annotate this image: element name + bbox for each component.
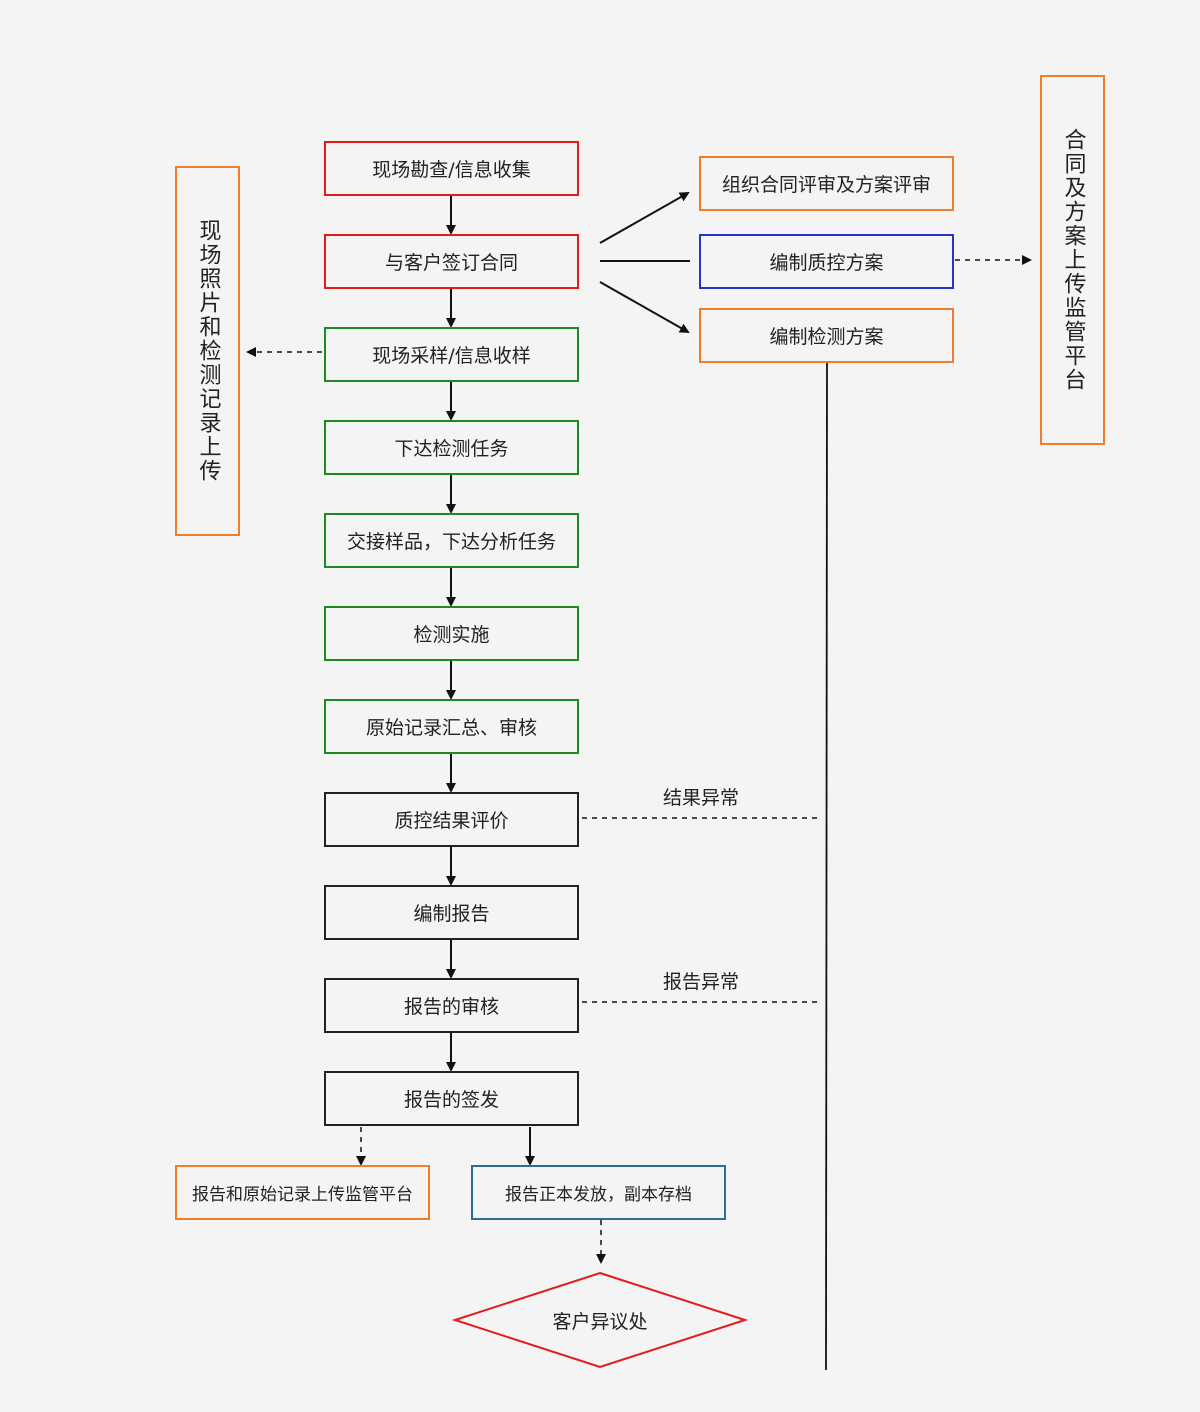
step-site-sampling: 现场采样/信息收样 [324, 327, 579, 382]
step-site-survey: 现场勘查/信息收集 [324, 141, 579, 196]
step-record-review-label: 原始记录汇总、审核 [365, 717, 537, 739]
upload-report-label: 报告和原始记录上传监管平台 [192, 1185, 413, 1205]
contract-review-box: 组织合同评审及方案评审 [699, 156, 954, 211]
test-plan-label: 编制检测方案 [769, 326, 884, 348]
test-plan-vertical-line [825, 362, 828, 1371]
customer-objection-label: 客户异议处 [552, 1310, 648, 1333]
step-site-sampling-label: 现场采样/信息收样 [372, 345, 531, 367]
report-abnormal-label: 报告异常 [663, 971, 740, 993]
step-test-execution-label: 检测实施 [413, 624, 490, 646]
step-sample-handover: 交接样品，下达分析任务 [324, 513, 579, 568]
upload-report-box: 报告和原始记录上传监管平台 [175, 1165, 430, 1220]
issue-report-box: 报告正本发放，副本存档 [471, 1165, 726, 1220]
qc-plan-label: 编制质控方案 [769, 252, 884, 274]
step-test-execution: 检测实施 [324, 606, 579, 661]
contract-review-label: 组织合同评审及方案评审 [721, 174, 931, 196]
step-report-sign: 报告的签发 [324, 1071, 579, 1126]
step-record-review: 原始记录汇总、审核 [324, 699, 579, 754]
step-report-review: 报告的审核 [324, 978, 579, 1033]
step-prepare-report: 编制报告 [324, 885, 579, 940]
step-sample-handover-label: 交接样品，下达分析任务 [346, 531, 556, 553]
step-site-survey-label: 现场勘查/信息收集 [372, 159, 531, 181]
left-upload-text: 现场照片和检测记录上传 [195, 219, 221, 483]
result-abnormal-label: 结果异常 [663, 787, 740, 809]
left-upload-box: 现场照片和检测记录上传 [175, 166, 240, 536]
step-sign-contract: 与客户签订合同 [324, 234, 579, 289]
step-report-review-label: 报告的审核 [403, 996, 499, 1018]
arrow-contract-review [599, 192, 690, 244]
step-qc-evaluation-label: 质控结果评价 [394, 810, 509, 832]
right-upload-box: 合同及方案上传监管平台 [1040, 75, 1105, 445]
test-plan-box: 编制检测方案 [699, 308, 954, 363]
right-upload-text: 合同及方案上传监管平台 [1060, 128, 1086, 392]
step-prepare-report-label: 编制报告 [413, 903, 490, 925]
issue-report-label: 报告正本发放，副本存档 [505, 1185, 692, 1205]
step-issue-test-task-label: 下达检测任务 [394, 438, 509, 460]
customer-objection-diamond [451, 1271, 749, 1369]
step-report-sign-label: 报告的签发 [403, 1089, 499, 1111]
step-issue-test-task: 下达检测任务 [324, 420, 579, 475]
arrow-contract-test-plan [599, 281, 690, 333]
qc-plan-box: 编制质控方案 [699, 234, 954, 289]
step-sign-contract-label: 与客户签订合同 [384, 252, 518, 274]
step-qc-evaluation: 质控结果评价 [324, 792, 579, 847]
